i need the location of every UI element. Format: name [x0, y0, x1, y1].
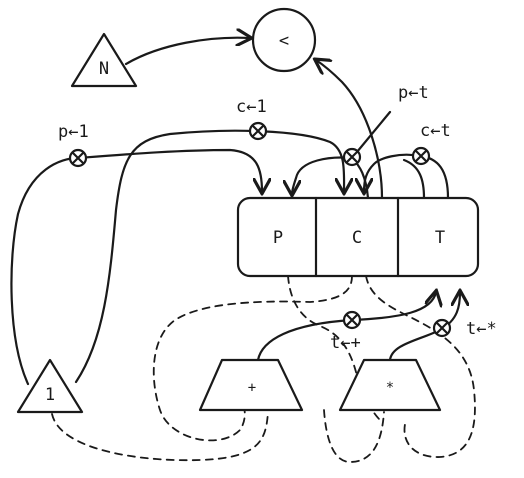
gate-p-gets-1: [68, 148, 88, 168]
dash-wire-t-right: [365, 275, 476, 458]
lt-circle: <: [251, 7, 317, 73]
wire-n-to-lt: [124, 38, 250, 66]
plus-block-label: +: [248, 380, 256, 396]
c-cell-label: C: [352, 228, 362, 248]
dash-wire-p-down: [287, 275, 381, 421]
gate-t-gets-star: [432, 318, 452, 338]
wire-t-to-c: [364, 153, 450, 200]
wire-t-to-p: [292, 156, 370, 200]
dash-wire-star-loop: [323, 409, 385, 463]
dash-wire-one-plus: [51, 411, 269, 462]
label-t-gets-plus: t←+: [330, 333, 361, 353]
label-c-gets-t: c←t: [420, 121, 451, 141]
n-triangle: N: [70, 32, 138, 88]
gate-c-gets-t: [411, 146, 431, 166]
one-triangle-label: 1: [45, 385, 55, 405]
gates: [68, 121, 452, 338]
label-p-gets-t: p←t: [398, 83, 429, 103]
label-c-gets-1: c←1: [236, 97, 267, 117]
wire-p-gets-t-leader: [350, 110, 392, 160]
annotations: p←1 c←1 p←t c←t t←+ t←*: [58, 83, 497, 353]
star-block-label: *: [386, 380, 394, 396]
wire-t-loop: [402, 158, 426, 200]
dashed-wires: [51, 275, 476, 463]
lt-circle-label: <: [279, 31, 289, 51]
label-t-gets-star: t←*: [466, 319, 497, 339]
dash-wire-c-left: [152, 275, 353, 442]
gate-t-gets-plus: [342, 310, 362, 330]
register-outline: [236, 196, 480, 278]
gate-p-gets-t: [342, 147, 362, 167]
t-cell-label: T: [435, 228, 445, 248]
p-cell-label: P: [273, 228, 283, 248]
wire-t-to-lt: [316, 60, 384, 200]
n-triangle-label: N: [99, 59, 109, 79]
register-block: P C T: [236, 196, 480, 278]
wire-one-to-p: [10, 148, 262, 386]
gate-c-gets-1: [248, 121, 268, 141]
plus-block: +: [198, 358, 304, 412]
one-triangle: 1: [16, 358, 84, 414]
star-block: *: [338, 358, 442, 412]
wire-one-to-c: [74, 129, 344, 384]
label-p-gets-1: p←1: [58, 122, 89, 142]
